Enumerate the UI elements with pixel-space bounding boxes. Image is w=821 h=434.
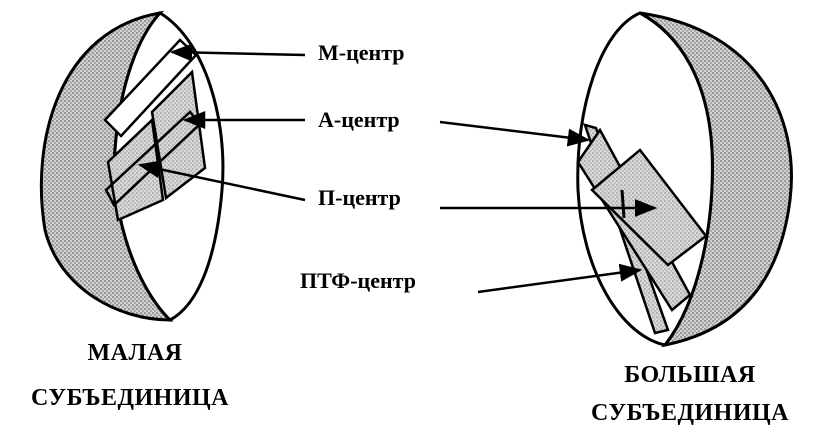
large-subunit-title-line1: БОЛЬШАЯ — [624, 362, 755, 388]
arrow-a-center-right — [439, 120, 591, 147]
small-subunit-title-line2: СУБЪЕДИНИЦА — [31, 385, 229, 411]
small-p-center-site — [106, 117, 165, 222]
label-a-center: А-центр — [318, 107, 400, 132]
arrow-p-center-left — [137, 160, 306, 202]
label-m-center: М-центр — [318, 40, 405, 65]
large-subunit — [576, 11, 793, 348]
large-notch — [620, 189, 626, 219]
small-subunit — [39, 10, 225, 322]
label-ptf-center: ПТФ-центр — [300, 268, 416, 293]
small-m-center-groove — [103, 38, 198, 138]
arrow-ptf-center — [477, 263, 643, 294]
large-subunit-title-line2: СУБЪЕДИНИЦА — [591, 400, 789, 426]
small-subunit-title-line1: МАЛАЯ — [87, 340, 182, 366]
pointer-arrows — [137, 43, 658, 294]
label-p-center: П-центр — [318, 185, 401, 210]
arrow-m-center — [169, 43, 306, 62]
